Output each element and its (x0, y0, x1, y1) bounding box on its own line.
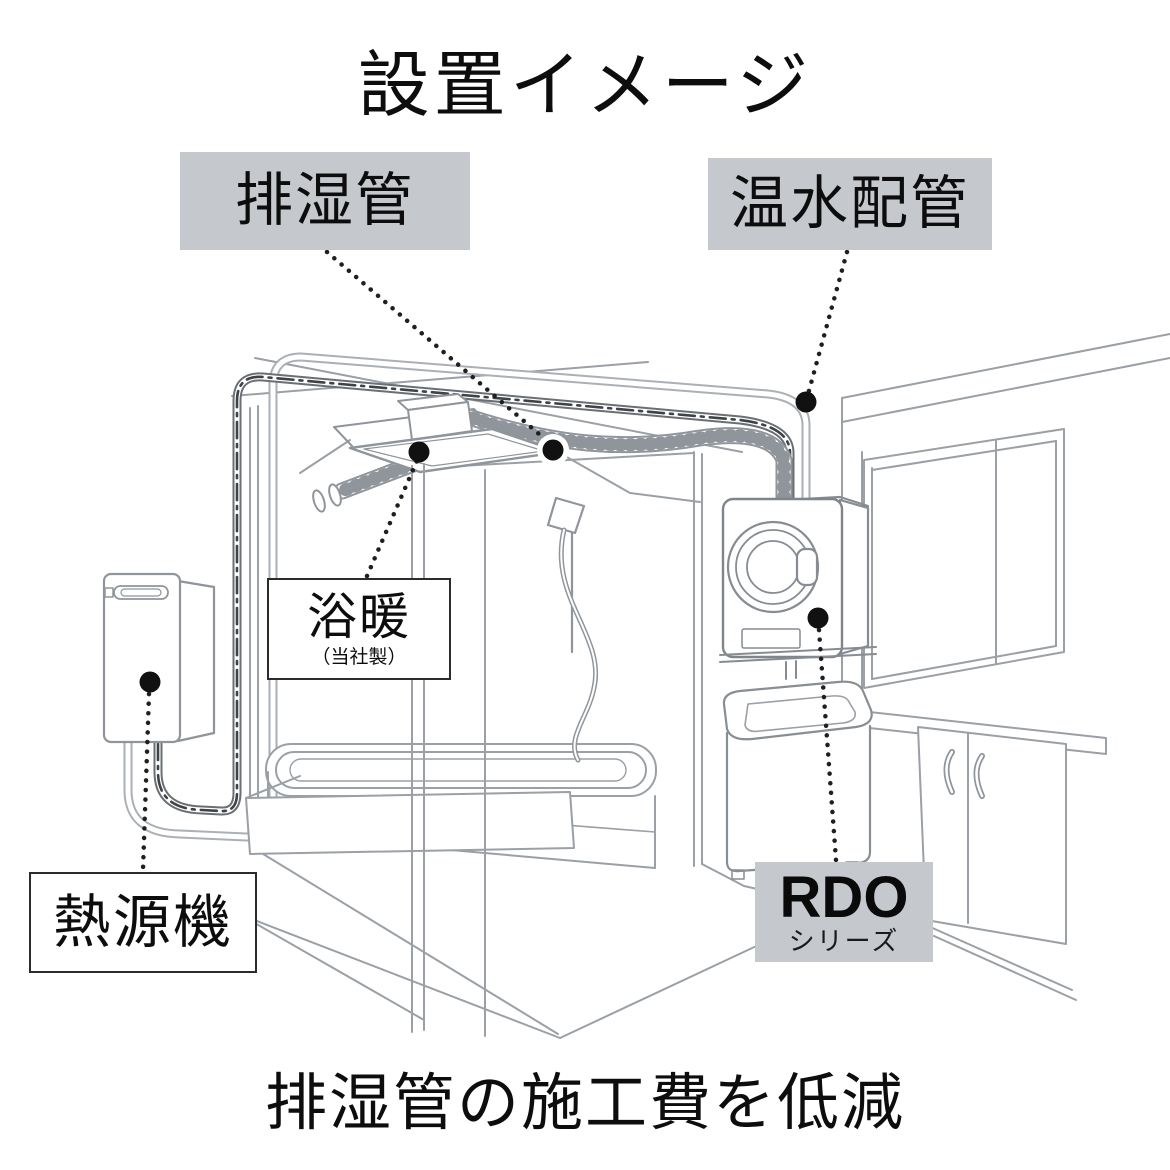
lower-cabinet-drawing (917, 726, 1077, 1001)
dot-bath-heater (408, 441, 430, 463)
cabinet-handle-icon (943, 749, 985, 799)
label-hot-water-piping-text: 温水配管 (729, 171, 970, 236)
callout-dots (139, 391, 829, 693)
label-bath-heater: 浴暖 （当社製） (267, 578, 451, 680)
label-heat-source: 熱源機 (29, 872, 257, 973)
leader-bath-heater (364, 453, 422, 579)
ceiling-bath-heater-drawing (333, 393, 562, 474)
glass-partition-drawing (411, 463, 486, 1037)
label-rdo-series: RDO シリーズ (755, 862, 933, 962)
dot-hot-water (795, 391, 817, 413)
label-hot-water-piping: 温水配管 (708, 158, 992, 250)
label-rdo-name: RDO (779, 865, 909, 931)
label-heat-source-text: 熱源機 (52, 889, 233, 955)
dot-heat-source (139, 671, 161, 693)
upper-cabinet-drawing (863, 428, 1065, 689)
leader-rdo (816, 627, 839, 863)
label-rdo-suffix: シリーズ (788, 925, 900, 956)
label-bath-heater-text: 浴暖 (307, 588, 411, 645)
bathtub-drawing (245, 743, 657, 869)
water-heater-drawing (102, 572, 216, 744)
label-exhaust-duct: 排湿管 (180, 152, 470, 250)
label-bath-heater-note: （当社製） (311, 646, 407, 668)
dot-rdo-dryer (807, 607, 829, 629)
dryer-shelf-drawing (719, 646, 877, 680)
leader-heat-source (140, 691, 152, 873)
page-title: 設置イメージ (357, 46, 813, 126)
flex-duct-left (312, 455, 422, 513)
gas-dryer-drawing (721, 495, 870, 659)
piping-run-dark (153, 372, 795, 816)
leader-lines (140, 249, 850, 873)
washing-machine-drawing (722, 680, 874, 880)
leader-hot-water (804, 249, 850, 401)
dot-exhaust-duct (542, 439, 564, 461)
flex-duct-right (454, 406, 793, 507)
label-exhaust-duct-text: 排湿管 (234, 168, 415, 233)
bottom-caption: 排湿管の施工費を低減 (264, 1069, 905, 1138)
room-outline (189, 333, 1170, 1039)
leader-exhaust-duct (324, 249, 556, 449)
shower-drawing (546, 496, 599, 763)
